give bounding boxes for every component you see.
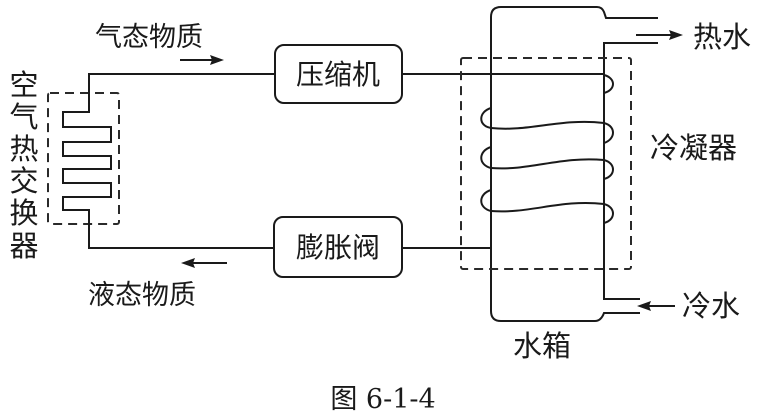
cold-water-arrow-icon <box>637 301 675 311</box>
compressor: 压缩机 <box>274 44 403 104</box>
hot-water-arrow-icon <box>636 30 683 40</box>
air-heat-exchanger-char: 器 <box>9 229 38 263</box>
refrigerant-pipe-top <box>62 73 275 249</box>
condenser-label: 冷凝器 <box>650 131 737 165</box>
hot-water-label: 热水 <box>693 20 751 54</box>
air-heat-exchanger-char: 空 <box>9 68 38 102</box>
expansion-valve: 膨胀阀 <box>273 216 403 278</box>
water-tank-label: 水箱 <box>513 329 571 363</box>
figure-caption: 图 6-1-4 <box>330 384 435 415</box>
condenser-coil <box>480 74 614 224</box>
air-heat-exchanger-char: 热 <box>9 132 38 166</box>
compressor-label: 压缩机 <box>296 58 380 91</box>
expansion-valve-label: 膨胀阀 <box>296 231 380 264</box>
air-heat-exchanger-char: 换 <box>9 196 38 230</box>
water-tank-right-wall <box>603 42 658 300</box>
liquid-state-label: 液态物质 <box>88 280 196 311</box>
air-heat-exchanger-label: 空 气 热 交 换 器 <box>9 68 38 263</box>
liquid-flow-arrow-icon <box>181 258 227 268</box>
air-heat-exchanger-boundary <box>47 92 120 225</box>
gas-flow-arrow-icon <box>180 55 224 65</box>
water-tank-left-wall <box>490 6 658 248</box>
air-heat-exchanger-char: 交 <box>9 164 38 198</box>
condenser-boundary <box>460 57 632 270</box>
gas-state-label: 气态物质 <box>95 22 203 53</box>
cold-water-label: 冷水 <box>682 289 740 323</box>
air-heat-exchanger-char: 气 <box>9 100 38 134</box>
water-tank <box>490 248 640 322</box>
